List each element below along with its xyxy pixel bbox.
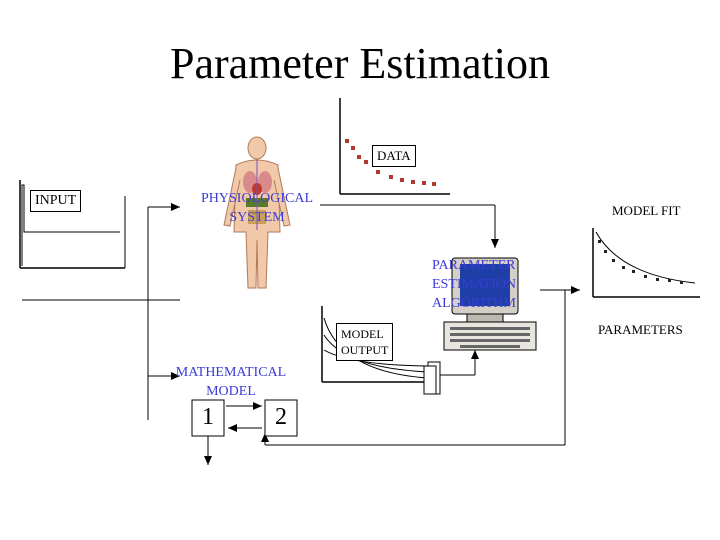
mathematical-model-line-2: MODEL [206,384,256,399]
algorithm-line-1: PARAMETER [432,258,516,273]
input-pulse-icon [21,184,120,266]
physiological-line-2: SYSTEM [229,210,285,225]
page-title: Parameter Estimation [170,39,550,88]
algorithm-line-3: ALGORITHM [432,296,516,311]
input-label: INPUT [30,190,82,212]
physiological-system-label: PHYSIOLOGICAL SYSTEM [182,189,332,227]
compartment-shapes [191,399,298,437]
input-plot [19,180,126,269]
mathematical-model-line-1: MATHEMATICAL [175,365,287,380]
parameter-estimation-algorithm-label: PARAMETER ESTIMATION ALGORITHM [432,256,516,313]
connector-lines [22,203,580,465]
human-body-icon [223,136,291,289]
compartment-1: 1 [202,404,214,430]
model-fit-label: MODEL FIT [612,203,681,218]
parameters-label: PARAMETERS [598,322,683,337]
mathematical-model-label: MATHEMATICAL MODEL [168,363,294,401]
data-plot [339,98,450,195]
model-fit-plot [592,228,700,298]
compartment-2: 2 [275,404,287,430]
model-output-line-2: OUTPUT [341,343,389,357]
computer-icon [443,257,537,351]
model-output-line-1: MODEL [341,327,384,341]
algorithm-line-2: ESTIMATION [432,277,516,292]
model-output-label: MODEL OUTPUT [336,323,394,361]
data-label: DATA [372,145,416,167]
physiological-line-1: PHYSIOLOGICAL [201,191,313,206]
